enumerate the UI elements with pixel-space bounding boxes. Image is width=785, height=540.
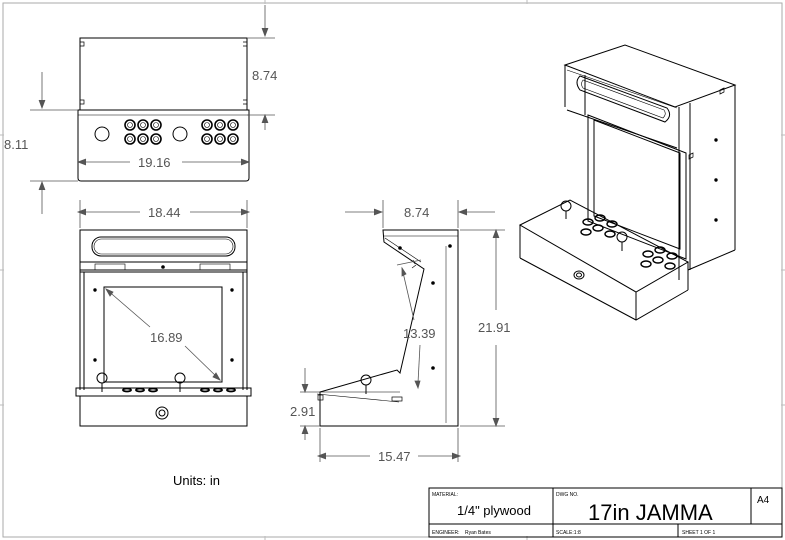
dim-side-length: 15.47 — [378, 449, 411, 464]
dim-side-depth: 8.74 — [404, 205, 429, 220]
dim-side-screen: 13.39 — [403, 326, 436, 341]
top-view — [77, 37, 250, 182]
dim-top-depth: 8.74 — [252, 68, 277, 83]
front-view — [75, 229, 252, 427]
engineer-value: Ryan Bates — [465, 530, 491, 536]
units-note: Units: in — [173, 473, 220, 488]
material-label: MATERIAL: — [432, 492, 458, 498]
isometric-view — [518, 44, 737, 321]
dim-side-height: 21.91 — [478, 320, 511, 335]
side-view — [316, 229, 459, 427]
title-block — [428, 487, 783, 538]
engineer-label: ENGINEER: — [432, 530, 460, 536]
dwg-no-value: 17in JAMMA — [588, 500, 713, 525]
material-value: 1/4" plywood — [457, 503, 531, 518]
front-view-dimension-lines — [76, 200, 251, 381]
dim-front-diagonal: 16.89 — [150, 330, 183, 345]
dwg-no-label: DWG NO. — [556, 492, 579, 498]
sheet-number: SHEET 1 OF 1 — [682, 530, 715, 536]
top-view-dimension-lines — [30, 5, 275, 214]
scale-label: SCALE:1:8 — [556, 530, 581, 536]
dim-top-width: 19.16 — [138, 155, 171, 170]
dim-side-control: 2.91 — [290, 404, 315, 419]
dim-top-height: 8.11 — [4, 137, 28, 152]
side-view-dimension-lines — [300, 200, 505, 462]
dim-front-width: 18.44 — [148, 205, 181, 220]
sheet-size: A4 — [757, 495, 770, 506]
